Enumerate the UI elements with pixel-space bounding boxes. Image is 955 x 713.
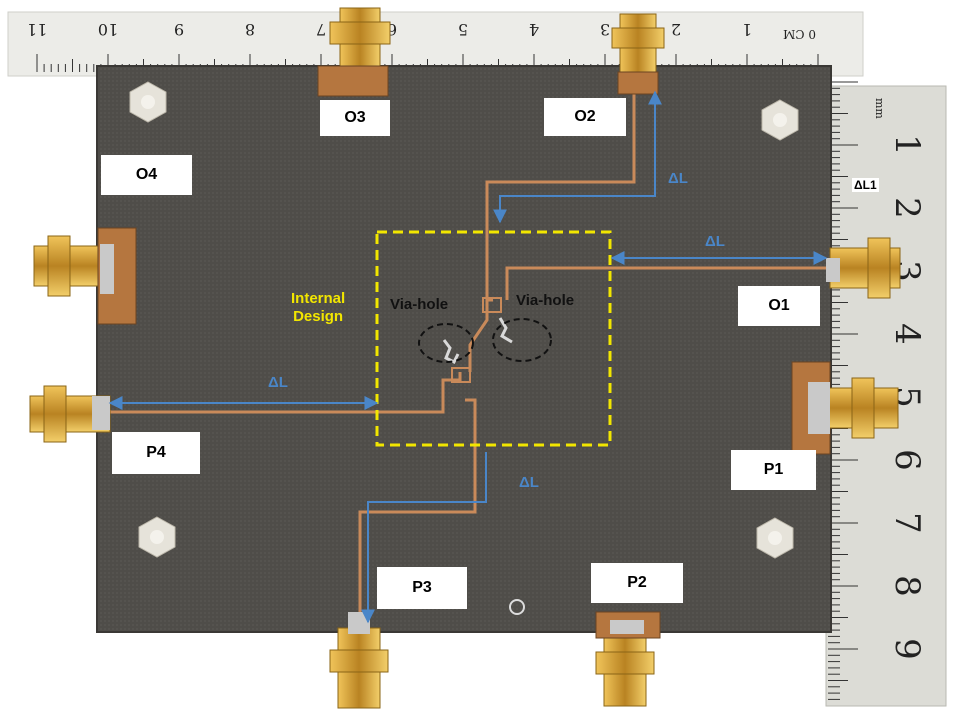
top-ruler-numbers: 0 CM 1 2 3 4 5 6 7 8 9 10 11 <box>27 20 816 41</box>
top-ruler-number: 3 <box>600 20 610 39</box>
connector-p2 <box>595 611 661 707</box>
top-ruler-number: 5 <box>458 20 468 39</box>
top-ruler-unit: 0 CM <box>783 27 816 41</box>
standoff-nut-bottom-left <box>138 516 176 558</box>
top-ruler-number: 1 <box>742 20 752 39</box>
connector-p1 <box>791 361 899 455</box>
top-ruler-number: 8 <box>245 20 255 39</box>
top-ruler-number: 9 <box>174 20 184 39</box>
pcb-board <box>96 65 832 633</box>
delta-l-label-o2: ΔL <box>668 170 688 187</box>
right-ruler-number: 9 <box>887 638 927 660</box>
port-label-o2: O2 <box>544 98 626 136</box>
right-ruler-number: 1 <box>887 134 927 156</box>
connector-p3 <box>329 612 389 709</box>
port-label-p2: P2 <box>591 563 683 603</box>
via-hole-label-left: Via-hole <box>390 296 449 313</box>
delta-l-label-p3: ΔL <box>519 474 539 491</box>
port-label-p4: P4 <box>112 432 200 474</box>
top-ruler-number: 2 <box>671 20 681 39</box>
connector-o2 <box>611 13 665 95</box>
top-ruler-number: 6 <box>387 20 397 39</box>
internal-design-line2: Design <box>293 308 344 325</box>
port-label-o4: O4 <box>101 155 192 195</box>
top-ruler-number: 4 <box>529 20 539 39</box>
right-ruler-number: 2 <box>887 197 927 219</box>
top-ruler-number: 7 <box>316 20 326 39</box>
connector-o1 <box>826 237 901 299</box>
right-ruler-number: 7 <box>887 512 927 534</box>
mounting-hole <box>509 599 525 615</box>
right-ruler-number: 4 <box>887 323 927 345</box>
via-hole-circle-left <box>418 323 474 363</box>
standoff-nut-top-right <box>761 99 799 141</box>
port-label-p1: P1 <box>731 450 816 490</box>
internal-design-line1: Internal <box>291 290 346 307</box>
internal-design-label: Internal Design <box>291 290 345 326</box>
delta-l1-label: ΔL1 <box>852 178 879 192</box>
delta-l-label-o1: ΔL <box>705 233 725 250</box>
top-ruler-number: 10 <box>98 20 118 39</box>
port-label-o1: O1 <box>738 286 820 326</box>
right-ruler-number: 6 <box>887 449 927 471</box>
connector-o4 <box>33 227 137 325</box>
right-ruler-unit: mm <box>873 98 886 119</box>
internal-design-box <box>375 230 612 447</box>
port-label-o3: O3 <box>320 100 390 136</box>
right-ruler-number: 8 <box>887 575 927 597</box>
via-hole-label-right: Via-hole <box>516 292 575 309</box>
via-solder <box>442 317 513 365</box>
connector-p4 <box>29 385 111 443</box>
delta-l-arrows <box>108 90 828 624</box>
connector-o3 <box>317 7 391 97</box>
standoff-nut-bottom-right <box>756 517 794 559</box>
top-ruler-number: 11 <box>27 20 47 39</box>
standoff-nut-top-left <box>129 81 167 123</box>
delta-l-label-p4: ΔL <box>268 374 288 391</box>
via-hole-circle-right <box>492 318 552 362</box>
port-label-p3: P3 <box>377 567 467 609</box>
